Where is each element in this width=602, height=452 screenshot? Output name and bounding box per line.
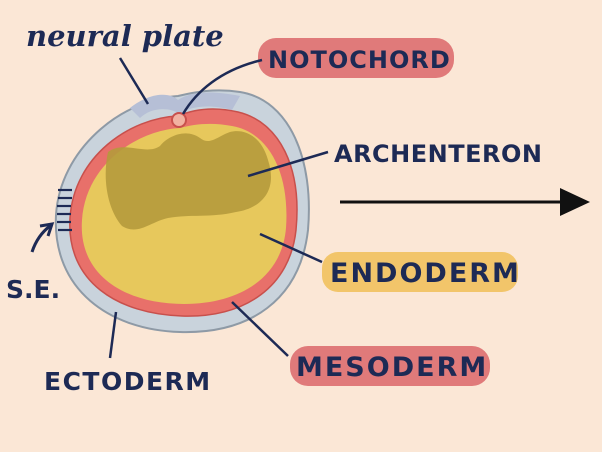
ectoderm-leader [108,311,118,359]
notochord-structure [171,112,187,128]
mesoderm-leader [231,301,289,357]
leader-lines [108,57,329,359]
label-notochord: NOTOCHORD [268,46,451,74]
direction-arrowhead [560,188,590,216]
archenteron-cavity [105,131,272,230]
mesoderm-highlight [290,346,490,386]
label-mesoderm: MESODERM [296,352,488,383]
endoderm-leader [259,232,323,264]
label-ectoderm: ECTODERM [44,367,212,396]
se-arrow [30,224,51,253]
notochord-highlight [258,38,454,78]
neural-plate-leader [118,57,150,105]
se-arrowhead [39,222,55,237]
archenteron-leader [247,150,329,178]
notochord-leader [181,58,263,115]
se-hatching [57,188,72,232]
label-se: S.E. [6,275,60,304]
label-endoderm: ENDODERM [330,258,521,289]
label-neural-plate: neural plate [26,19,224,53]
endoderm-highlight [322,252,518,292]
neural-plate-region [130,92,240,118]
label-archenteron: ARCHENTERON [334,140,542,168]
